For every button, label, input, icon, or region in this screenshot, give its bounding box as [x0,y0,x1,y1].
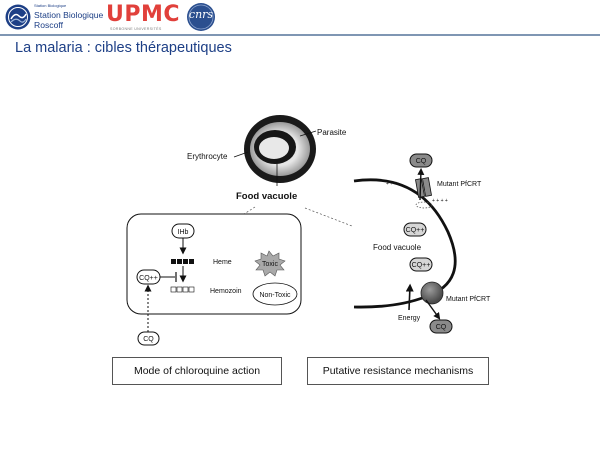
zoom-line-right [304,207,353,227]
cq-plus-pill-left [136,269,161,285]
erythrocyte-leader-line [233,151,249,158]
vacuole-membrane [353,178,457,309]
pfcrt-transporter [420,281,444,305]
mutant-pfcrt-bottom-label: Mutant PfCRT [446,296,491,303]
food-vacuole-right-label: Food vacuole [373,243,422,252]
parasite-label: Parasite [317,128,347,137]
efflux-arrow [417,167,425,201]
parasite-leader-line [299,130,317,137]
cq-plus-label-left: CQ++ [139,275,158,282]
erythrocyte-label: Erythrocyte [187,152,228,161]
food-vacuole-title: Food vacuole [236,191,297,202]
toxic-label: Toxic [262,261,278,268]
pfcrt-pore-outline [415,201,433,209]
heme-label: Heme [213,259,232,266]
cq-export-arrow [425,299,441,320]
hemozoin-label: Hemozoin [210,288,242,295]
heme-squares [171,259,194,264]
station-biologique-logo: Station Biologique Station Biologique Ro… [4,2,103,32]
cq-pill-bottom-left [137,331,160,346]
cq-plus-label-top-right: CQ++ [406,227,425,234]
non-toxic-ellipse [252,282,298,306]
cq-plus-pill-top-right [403,222,427,237]
cq-plus-label-mid-right: CQ++ [412,262,431,269]
cq-plus-pill-mid-right [409,257,433,272]
slide-title: La malaria : cibles thérapeutiques [15,40,232,56]
toxic-burst [254,250,286,277]
cq-label-bottom-left: CQ [143,336,154,343]
upmc-logo: UPMC SORBONNE UNIVERSITÉS [106,2,181,31]
membrane-charges-outer: + + + [386,181,398,187]
pfcrt-channel-right [422,177,432,197]
membrane-charges-inner: + + + + [432,198,448,204]
caption-mode-of-action: Mode of chloroquine action [112,357,282,385]
hemozoin-squares [170,286,195,293]
mutant-pfcrt-top-label: Mutant PfCRT [437,181,482,188]
erythrocyte-cell [244,115,316,183]
cq-label-bottom-right: CQ [436,324,447,331]
cnrs-logo: cnrs [186,2,216,32]
energy-arrow [405,283,414,311]
header-divider [0,34,600,36]
cq-pill-bottom-right [429,319,453,334]
caption-resistance: Putative resistance mechanisms [307,357,489,385]
ihb-label: IHb [178,229,189,236]
cq-label-top-right: CQ [416,158,427,165]
energy-label: Energy [398,315,421,322]
slide-header: Station Biologique Station Biologique Ro… [0,0,600,38]
non-toxic-label: Non-Toxic [259,292,291,299]
cq-pill-top-right [409,153,433,168]
